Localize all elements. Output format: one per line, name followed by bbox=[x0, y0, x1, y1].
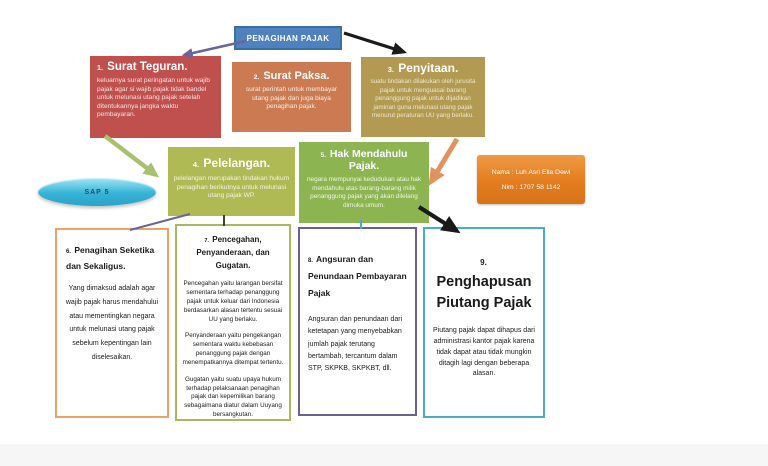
node-body: negara mempunyai kedudukan atau hak mend… bbox=[306, 176, 422, 209]
node-number: 7. bbox=[204, 238, 210, 244]
author-nim: Nim : 1707 58 1142 bbox=[501, 183, 561, 191]
node-title: 6. Penagihan Seketika dan Sekaligus. bbox=[66, 245, 155, 272]
node-title: 1. Surat Teguran. bbox=[97, 61, 188, 73]
sap-badge-label: SAP 5 bbox=[84, 188, 110, 196]
node-body: pelelangan merupakan tindakan hukum pena… bbox=[173, 175, 290, 200]
node-number: 2. bbox=[253, 74, 260, 81]
node-body: Yang dimaksud adalah agar wajib pajak ha… bbox=[65, 285, 159, 361]
viewer-bottom-band bbox=[0, 444, 768, 466]
node-number: 8. bbox=[308, 258, 313, 264]
node-body: Piutang pajak dapat dihapus dari adminis… bbox=[433, 327, 535, 378]
node-title: 7. Pencegahan, Penyanderaan, dan Gugatan… bbox=[196, 235, 270, 270]
node-number: 5. bbox=[320, 152, 326, 159]
node-title: 4. Pelelangan. bbox=[192, 156, 271, 170]
node-number: 9. bbox=[480, 258, 487, 267]
arrow-penyitaan-to-hak-mendahulu bbox=[428, 137, 460, 186]
node-pelelangan: 4. Pelelangan. pelelangan merupakan tind… bbox=[168, 147, 295, 216]
node-title: 5. Hak Mendahulu Pajak. bbox=[320, 148, 408, 172]
node-body: Angsuran dan penundaan dari ketetapan ya… bbox=[308, 316, 403, 372]
node-title: 3. Penyitaan. bbox=[387, 61, 459, 75]
node-title: 9. Penghapusan Piutang Pajak bbox=[436, 258, 532, 312]
arrow-surat-teguran-to-pelelangan bbox=[103, 134, 160, 178]
node-pencegahan-penyanderaan-gugatan: 7. Pencegahan, Penyanderaan, dan Gugatan… bbox=[175, 224, 291, 421]
root-title: PENAGIHAN PAJAK bbox=[246, 33, 330, 43]
node-body: keluarnya surat peringatan untuk wajib p… bbox=[97, 77, 210, 119]
node-body: suatu tindakan dilakukan oleh jurusita p… bbox=[370, 78, 476, 119]
node-hak-mendahulu-pajak: 5. Hak Mendahulu Pajak. negara mempunyai… bbox=[299, 142, 429, 223]
node-penyitaan: 3. Penyitaan. suatu tindakan dilakukan o… bbox=[361, 57, 485, 137]
node-penagihan-pajak: PENAGIHAN PAJAK bbox=[234, 26, 342, 50]
node-penagihan-seketika: 6. Penagihan Seketika dan Sekaligus. Yan… bbox=[55, 228, 169, 418]
sap-badge: SAP 5 bbox=[38, 178, 156, 206]
node-number: 4. bbox=[192, 160, 200, 169]
author-name: Nama : Luh Asri Ella Dewi bbox=[491, 168, 571, 176]
author-info-box: Nama : Luh Asri Ella Dewi Nim : 1707 58 … bbox=[477, 155, 585, 204]
node-number: 6. bbox=[66, 249, 71, 255]
node-angsuran-penundaan: 8. Angsuran dan Penundaan Pembayaran Paj… bbox=[298, 227, 417, 416]
arrow-root-to-penyitaan bbox=[343, 31, 408, 55]
node-number: 3. bbox=[387, 65, 394, 74]
node-penghapusan-piutang: 9. Penghapusan Piutang Pajak Piutang paj… bbox=[423, 227, 545, 418]
node-number: 1. bbox=[97, 64, 103, 72]
node-surat-paksa: 2. Surat Paksa. surat perintah untuk mem… bbox=[232, 62, 351, 132]
node-title: 8. Angsuran dan Penundaan Pembayaran Paj… bbox=[308, 254, 407, 298]
node-paragraph: Gugatan yaitu suatu upaya hukum terhadap… bbox=[184, 375, 282, 418]
node-surat-teguran: 1. Surat Teguran. keluarnya surat pering… bbox=[90, 56, 221, 138]
node-paragraph: Pencegahan yaitu larangan bersifat semen… bbox=[183, 280, 283, 323]
node-title: 2. Surat Paksa. bbox=[253, 70, 330, 82]
node-body: surat perintah untuk membayar utang paja… bbox=[245, 86, 338, 111]
node-paragraph: Penyanderaan yaitu pengekangan sementara… bbox=[182, 332, 284, 366]
